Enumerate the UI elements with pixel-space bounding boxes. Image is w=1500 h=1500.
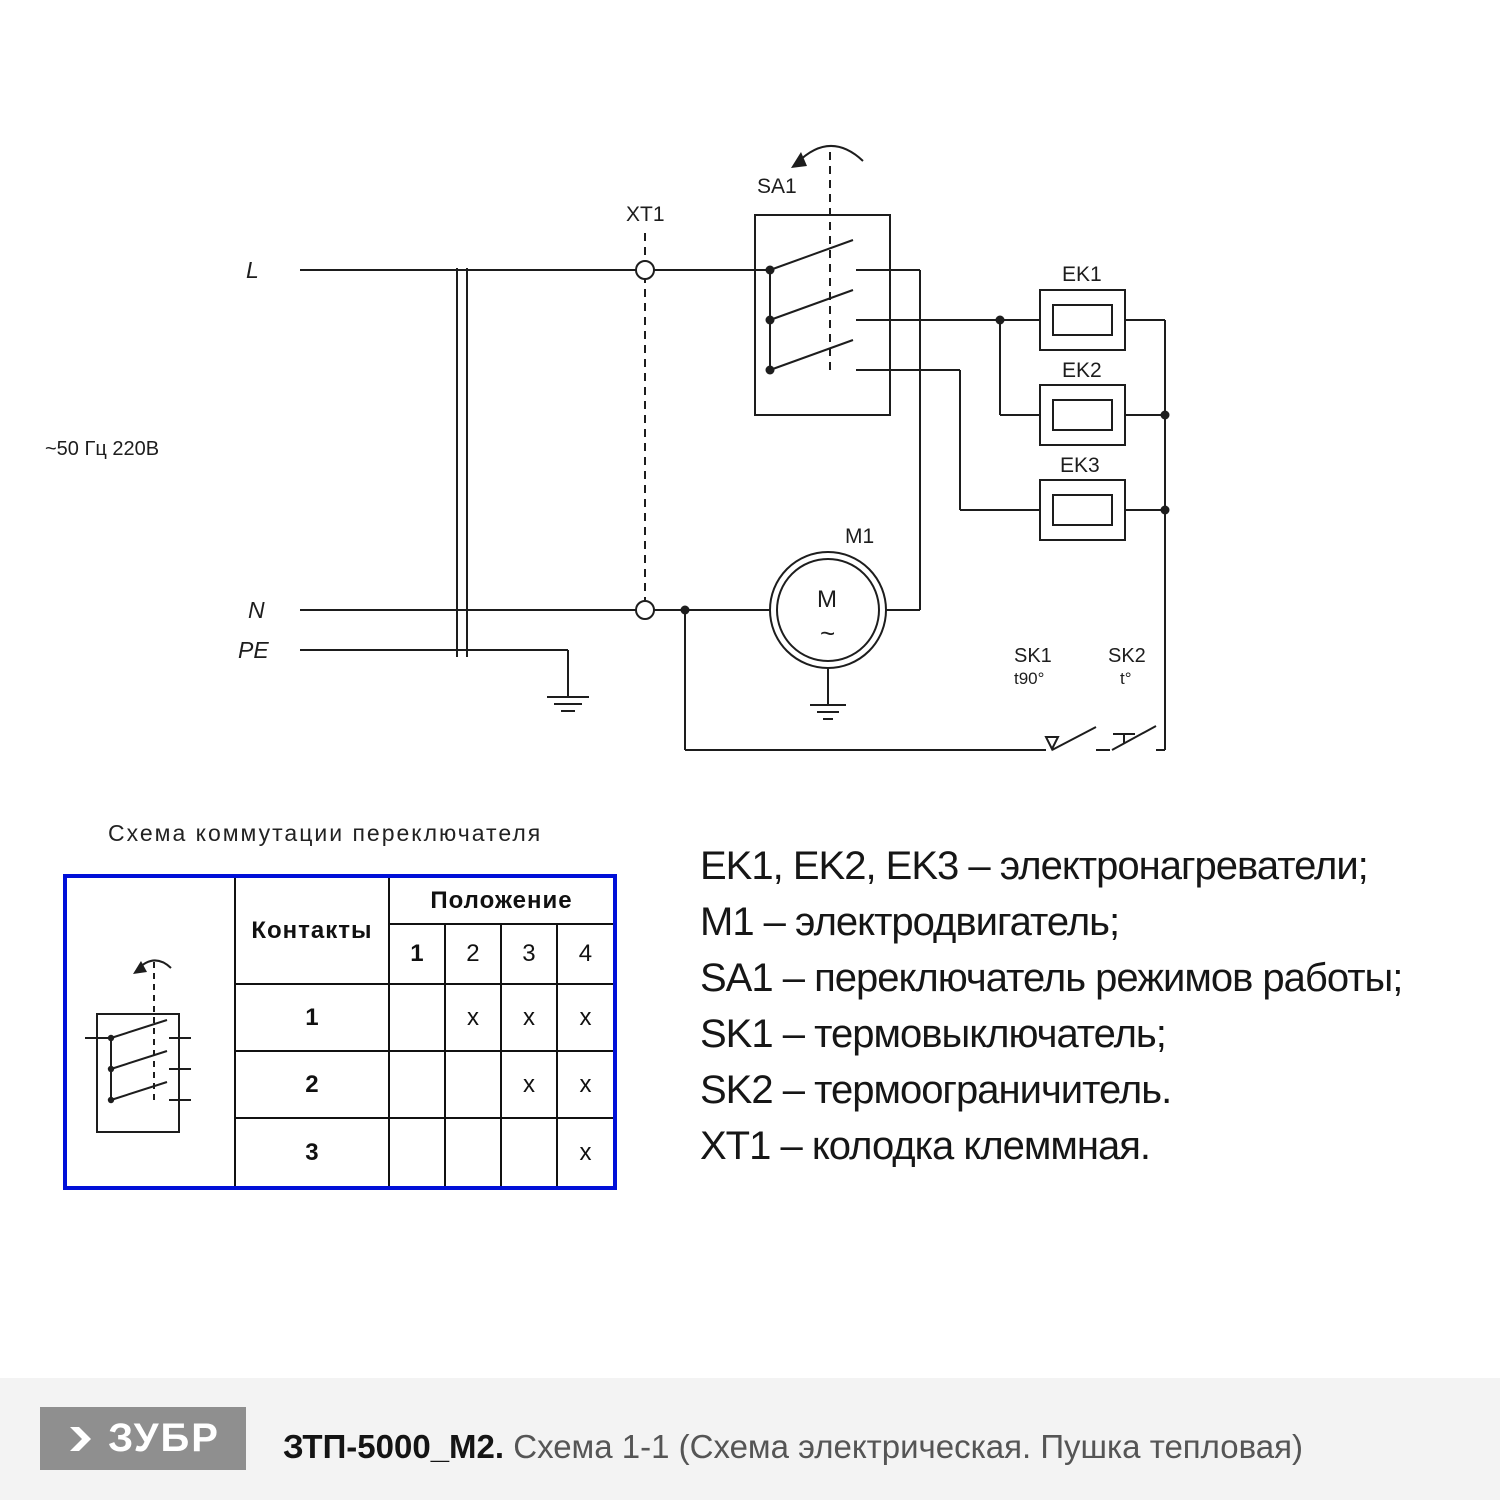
mark-cell [387, 1117, 446, 1186]
table-row: 1 x x x [233, 983, 613, 1052]
commutation-table: Контакты Положение 1 2 3 4 1 x x x 2 x x… [233, 878, 613, 1186]
legend-item: M1 – электродвигатель; [700, 900, 1120, 944]
contact-number: 2 [233, 1050, 390, 1119]
contact-number: 1 [233, 983, 390, 1052]
legend-item: SK1 – термовыключатель; [700, 1012, 1167, 1056]
mark-cell [443, 1117, 502, 1186]
mark-cell: x [555, 1050, 613, 1119]
pe-ground-symbol [547, 696, 589, 712]
footer-bar: ЗУБР ЗТП-5000_М2. Схема 1-1 (Схема элект… [0, 1378, 1500, 1500]
label-ek3: EK3 [1060, 454, 1100, 477]
label-sk1-temp: t90° [1014, 669, 1044, 688]
motor-m1 [769, 551, 887, 720]
supply-wires [300, 268, 770, 697]
component-legend: EK1, EK2, EK3 – электронагреватели; M1 –… [700, 838, 1403, 1174]
position-col-2: 2 [443, 923, 502, 985]
mark-cell [387, 1050, 446, 1119]
mark-cell: x [555, 983, 613, 1052]
zubr-logo-text: ЗУБР [108, 1416, 220, 1460]
connection-wires [684, 270, 1166, 751]
mark-cell [387, 983, 446, 1052]
xt1-terminal-block [635, 233, 655, 620]
sk2-thermal-limiter [1111, 725, 1165, 751]
switch-commutation-box: Контакты Положение 1 2 3 4 1 x x x 2 x x… [63, 874, 617, 1190]
label-ek2: EK2 [1062, 359, 1102, 382]
label-m1: M1 [845, 525, 874, 548]
label-line-l: L [246, 257, 259, 283]
mark-cell [499, 1117, 558, 1186]
label-sk1: SK1 [1014, 645, 1052, 667]
table-row: 3 x [233, 1117, 613, 1186]
label-ek1: EK1 [1062, 263, 1102, 286]
position-col-1: 1 [387, 923, 446, 985]
contacts-header-cell: Контакты [233, 878, 390, 985]
sa1-rotation-arrowhead [791, 152, 807, 168]
mark-cell: x [499, 983, 558, 1052]
switch-symbol [85, 959, 191, 1133]
label-sa1: SA1 [757, 175, 797, 198]
commutation-table-title: Схема коммутации переключателя [108, 820, 543, 846]
motor-wave: ~ [820, 618, 835, 648]
label-line-n: N [248, 597, 265, 623]
zubr-logo-icon [70, 1426, 92, 1451]
position-header-cell: Положение [387, 878, 613, 925]
switch-symbol-cell [67, 878, 234, 1186]
mark-cell: x [555, 1117, 613, 1186]
zubr-logo: ЗУБР [40, 1407, 246, 1470]
mark-cell: x [443, 983, 502, 1052]
circuit-diagram: L N PE ~50 Гц 220В XT1 SA1 EK1 EK2 EK3 M… [45, 145, 1170, 752]
label-sk2-temp: t° [1120, 669, 1132, 688]
heater-ek3 [1039, 479, 1126, 541]
footer-model: ЗТП-5000_М2. [283, 1428, 505, 1465]
sk1-thermal-switch [1044, 726, 1110, 752]
label-xt1: XT1 [626, 203, 665, 226]
footer-caption: ЗТП-5000_М2. Схема 1-1 (Схема электричес… [283, 1430, 1303, 1463]
legend-item: SK2 – термоограничитель. [700, 1068, 1172, 1112]
heater-ek1 [1039, 289, 1126, 351]
label-line-pe: PE [238, 637, 269, 663]
label-sk2: SK2 [1108, 645, 1146, 667]
table-row: 2 x x [233, 1050, 613, 1119]
position-col-4: 4 [555, 923, 613, 985]
contact-number: 3 [233, 1117, 390, 1186]
sa1-switch [754, 145, 1000, 416]
legend-item: EK1, EK2, EK3 – электронагреватели; [700, 844, 1369, 888]
footer-subtitle: Схема 1-1 (Схема электрическая. Пушка те… [504, 1428, 1304, 1465]
position-col-3: 3 [499, 923, 558, 985]
legend-item: SA1 – переключатель режимов работы; [700, 956, 1403, 1000]
mark-cell [443, 1050, 502, 1119]
motor-letter: M [817, 586, 837, 613]
legend-item: XT1 – колодка клеммная. [700, 1124, 1151, 1168]
label-power: ~50 Гц 220В [45, 438, 159, 460]
heater-ek2 [1039, 384, 1126, 446]
junction-dots [680, 265, 1170, 615]
mark-cell: x [499, 1050, 558, 1119]
